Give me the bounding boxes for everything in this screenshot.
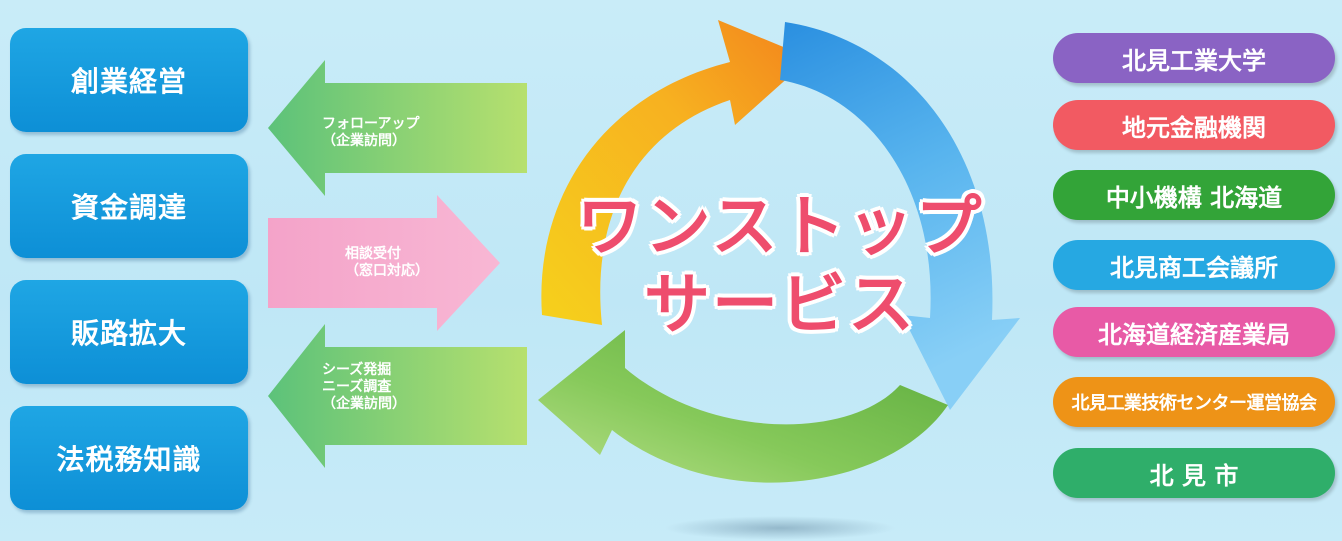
arrow-follow-up-label: フォローアップ （企業訪問）: [322, 116, 420, 149]
pill-kitami-institute-of-technology: 北見工業大学: [1053, 33, 1335, 83]
box-legal-tax-knowledge: 法税務知識: [10, 406, 248, 510]
arrow-seeds-needs-label: シーズ発掘 ニーズ調査 （企業訪問）: [322, 362, 406, 412]
pill-smrj-hokkaido: 中小機構 北海道: [1053, 170, 1335, 220]
one-stop-service-title: ワンストップ サービス: [560, 188, 1000, 344]
box-fund-raising: 資金調達: [10, 154, 248, 258]
cycle-arrow-orange: [541, 20, 810, 325]
arrow-consultation-label: 相談受付 （窓口対応）: [345, 246, 429, 279]
pill-kitami-tech-center-association: 北見工業技術センター運営協会: [1053, 377, 1335, 427]
arrow-follow-up: [268, 60, 527, 196]
arrow-consultation: [268, 195, 500, 331]
pill-kitami-city: 北 見 市: [1053, 448, 1335, 498]
flow-arrows: [268, 60, 527, 468]
cycle-arrow-blue: [780, 22, 1020, 410]
box-sales-expansion: 販路拡大: [10, 280, 248, 384]
cycle-arrow-green: [538, 330, 948, 483]
box-startup-management: 創業経営: [10, 28, 248, 132]
arrow-seeds-needs: [268, 324, 527, 468]
title-line-2: サービス: [644, 266, 916, 343]
cycle-diagram: [538, 20, 1020, 540]
pill-kitami-chamber-of-commerce: 北見商工会議所: [1053, 240, 1335, 290]
cycle-shadow: [665, 516, 895, 540]
pill-hokkaido-bureau-economy: 北海道経済産業局: [1053, 307, 1335, 357]
title-line-1: ワンストップ: [576, 188, 984, 265]
pill-local-financial-institutions: 地元金融機関: [1053, 100, 1335, 150]
